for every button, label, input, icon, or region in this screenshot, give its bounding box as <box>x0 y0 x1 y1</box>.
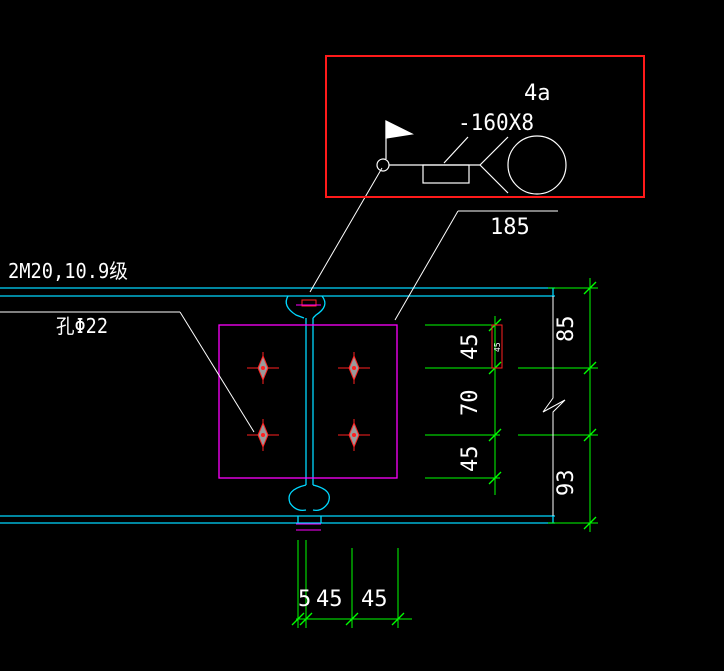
beam-flanges <box>0 287 555 524</box>
small-marker-label: 45 <box>493 342 502 352</box>
dim-bottom-5: 5 <box>298 587 311 612</box>
dim-right-70: 70 <box>458 390 483 417</box>
dim-right-45-bottom: 45 <box>458 446 483 473</box>
dim-bottom-45-right: 45 <box>361 587 388 612</box>
plate-length-label: 185 <box>490 215 530 240</box>
bolt-hole <box>247 419 279 451</box>
bolt-hole <box>338 419 370 451</box>
dim-right-45-top: 45 <box>458 334 483 361</box>
plate-spec-label: -160X8 <box>458 111 534 136</box>
bolt-hole <box>338 352 370 384</box>
bolt-hole <box>247 352 279 384</box>
splice-plate[interactable] <box>218 324 398 479</box>
bottom-weld-mark <box>296 523 321 531</box>
dimension-lines <box>296 278 598 628</box>
highlight-box <box>325 55 645 198</box>
hole-spec-label: 孔Φ22 <box>56 314 108 338</box>
top-weld-mark <box>296 299 321 307</box>
dim-bottom-45-left: 45 <box>316 587 343 612</box>
dimension-ticks <box>291 281 597 626</box>
dim-far-right-85: 85 <box>554 316 579 343</box>
leader-lines <box>0 167 558 433</box>
dim-far-right-93: 93 <box>554 470 579 497</box>
bolt-spec-label: 2M20,10.9级 <box>8 259 128 283</box>
weld-symbol <box>376 120 567 195</box>
small-red-marker <box>491 324 503 369</box>
weld-size-label: 4a <box>524 81 551 106</box>
bolt-holes <box>247 352 370 451</box>
